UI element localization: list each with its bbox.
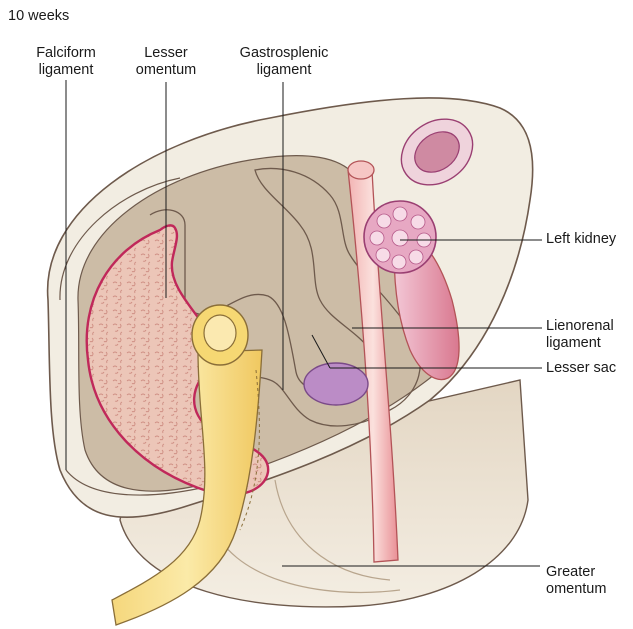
- kidney-lobes: [370, 207, 431, 269]
- duodenum-lumen-inner: [204, 315, 236, 351]
- caption-10-weeks: 10 weeks: [8, 8, 69, 25]
- spleen: [304, 363, 368, 405]
- aorta-top: [348, 161, 374, 179]
- label-lesser-sac: Lesser sac: [546, 360, 616, 377]
- label-left-kidney: Left kidney: [546, 231, 616, 248]
